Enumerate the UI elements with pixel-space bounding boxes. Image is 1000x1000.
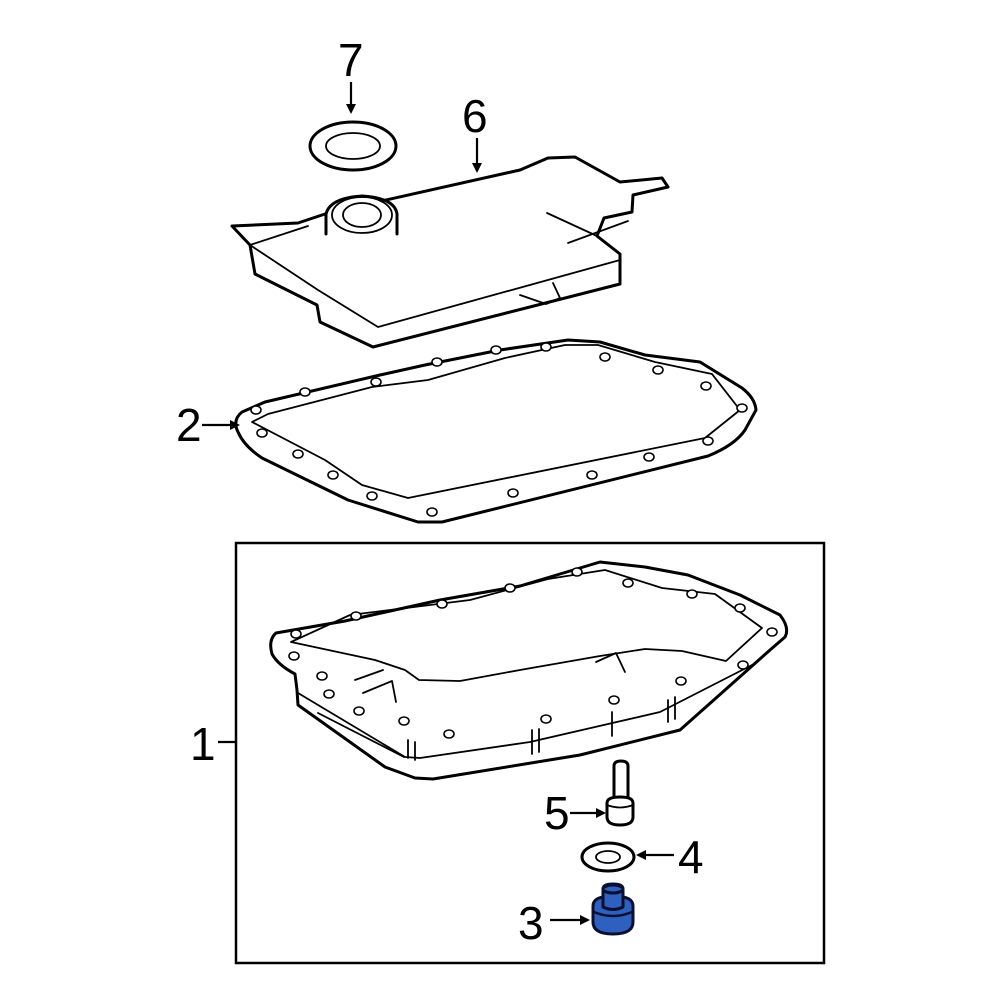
callout-1[interactable]: 1 [190,718,236,770]
drain-plug-washer-part[interactable] [580,841,636,873]
callout-2-label: 2 [176,399,202,451]
callout-3[interactable]: 3 [518,897,590,949]
callout-2[interactable]: 2 [176,399,240,451]
pan-ribs [407,696,676,761]
callout-5-label: 5 [544,787,570,839]
pan-bolt-holes [288,567,778,739]
oil-pan-part[interactable] [269,560,789,781]
pan-gasket-part[interactable] [234,338,758,524]
callout-3-label: 3 [518,897,544,949]
callout-4[interactable]: 4 [636,831,704,883]
filter-seal-part[interactable] [308,120,398,172]
callout-7[interactable]: 7 [338,34,364,114]
callout-5[interactable]: 5 [544,787,606,839]
gasket-bolt-holes [250,342,748,517]
callout-6[interactable]: 6 [462,90,488,173]
callout-7-label: 7 [338,34,364,86]
drain-plug-part[interactable] [591,882,635,936]
filter-part[interactable] [230,155,670,349]
callout-4-label: 4 [678,831,704,883]
pan-bolt-part[interactable] [605,759,635,827]
callout-6-label: 6 [462,90,488,142]
callout-1-label: 1 [190,718,216,770]
kit-box [234,541,826,965]
